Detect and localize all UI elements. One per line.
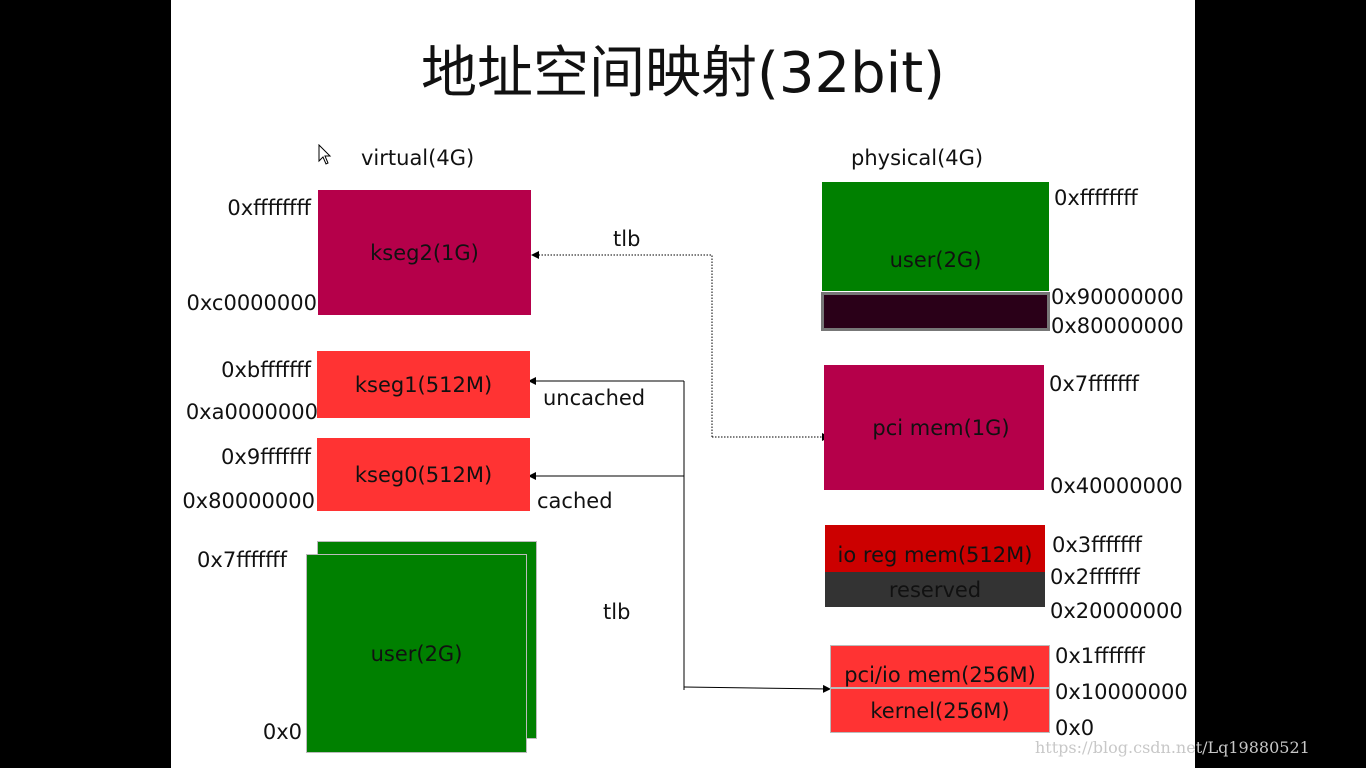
to-physical-low-arrow — [683, 684, 831, 693]
tlb-bottom-label: tlb — [603, 600, 631, 624]
kseg2-label: kseg2(1G) — [370, 240, 479, 265]
pci-mem-block: pci mem(1G) — [824, 365, 1044, 490]
uncached-label: uncached — [543, 386, 646, 410]
pci-io-bottom-address: 0x10000000 — [1055, 680, 1188, 704]
tlb-top-label: tlb — [613, 227, 641, 251]
kseg0-label: kseg0(512M) — [354, 462, 493, 487]
pci-mem-top-address: 0x7fffffff — [1049, 372, 1139, 396]
pci-mem-label: pci mem(1G) — [872, 415, 1010, 440]
kseg0-top-address: 0x9fffffff — [221, 445, 311, 469]
kseg0-block: kseg0(512M) — [317, 438, 530, 511]
cached-label: cached — [537, 489, 613, 513]
pci-io-mem-label: pci/io mem(256M) — [844, 662, 1036, 687]
reserved-bottom-address: 0x20000000 — [1050, 599, 1183, 623]
physical-hole-bottom-address: 0x80000000 — [1051, 314, 1184, 338]
tlb-mapping-line — [531, 251, 713, 437]
kseg1-label: kseg1(512M) — [354, 372, 493, 397]
kernel-block: kernel(256M) — [830, 688, 1050, 733]
pci-mem-bottom-address: 0x40000000 — [1050, 474, 1183, 498]
io-reg-mem-label: io reg mem(512M) — [837, 542, 1033, 567]
kseg1-block: kseg1(512M) — [317, 351, 530, 418]
io-reg-top-address: 0x3fffffff — [1052, 533, 1142, 557]
physical-user-top-address: 0xffffffff — [1054, 186, 1138, 210]
physical-hole-top-address: 0x90000000 — [1051, 285, 1184, 309]
reserved-label: reserved — [888, 577, 982, 602]
pci-io-top-address: 0x1fffffff — [1055, 644, 1145, 668]
physical-hole-block — [821, 292, 1050, 331]
user-bottom-address: 0x0 — [262, 720, 302, 744]
virtual-user-block: user(2G) — [306, 554, 527, 753]
kseg2-top-address: 0xffffffff — [227, 196, 311, 220]
physical-heading: physical(4G) — [851, 146, 984, 170]
pci-io-mem-block: pci/io mem(256M) — [830, 645, 1050, 688]
io-reg-mem-block: io reg mem(512M) — [825, 525, 1045, 572]
user-top-address: 0x7fffffff — [197, 548, 287, 572]
virtual-user-label: user(2G) — [370, 641, 463, 666]
kernel-label: kernel(256M) — [870, 698, 1010, 723]
kernel-bottom-address: 0x0 — [1055, 716, 1095, 740]
connector-lines — [528, 251, 831, 693]
kseg1-bottom-address: 0xa0000000 — [185, 400, 318, 424]
kseg2-bottom-address: 0xc0000000 — [186, 291, 318, 315]
physical-user-block: user(2G) — [822, 182, 1049, 291]
kseg0-bottom-address: 0x80000000 — [182, 489, 315, 513]
kseg2-block: kseg2(1G) — [318, 190, 531, 315]
reserved-top-address: 0x2fffffff — [1050, 565, 1140, 589]
virtual-heading: virtual(4G) — [361, 146, 475, 170]
kseg1-top-address: 0xbfffffff — [221, 358, 311, 382]
watermark: https://blog.csdn.net/Lq19880521 — [1035, 738, 1310, 757]
slide: 地址空间映射(32bit) virtual(4G) physical(4G) k… — [171, 0, 1195, 768]
mouse-cursor-icon — [318, 144, 332, 165]
physical-user-label: user(2G) — [889, 247, 982, 272]
slide-title: 地址空间映射(32bit) — [420, 41, 945, 106]
reserved-block: reserved — [825, 572, 1045, 607]
